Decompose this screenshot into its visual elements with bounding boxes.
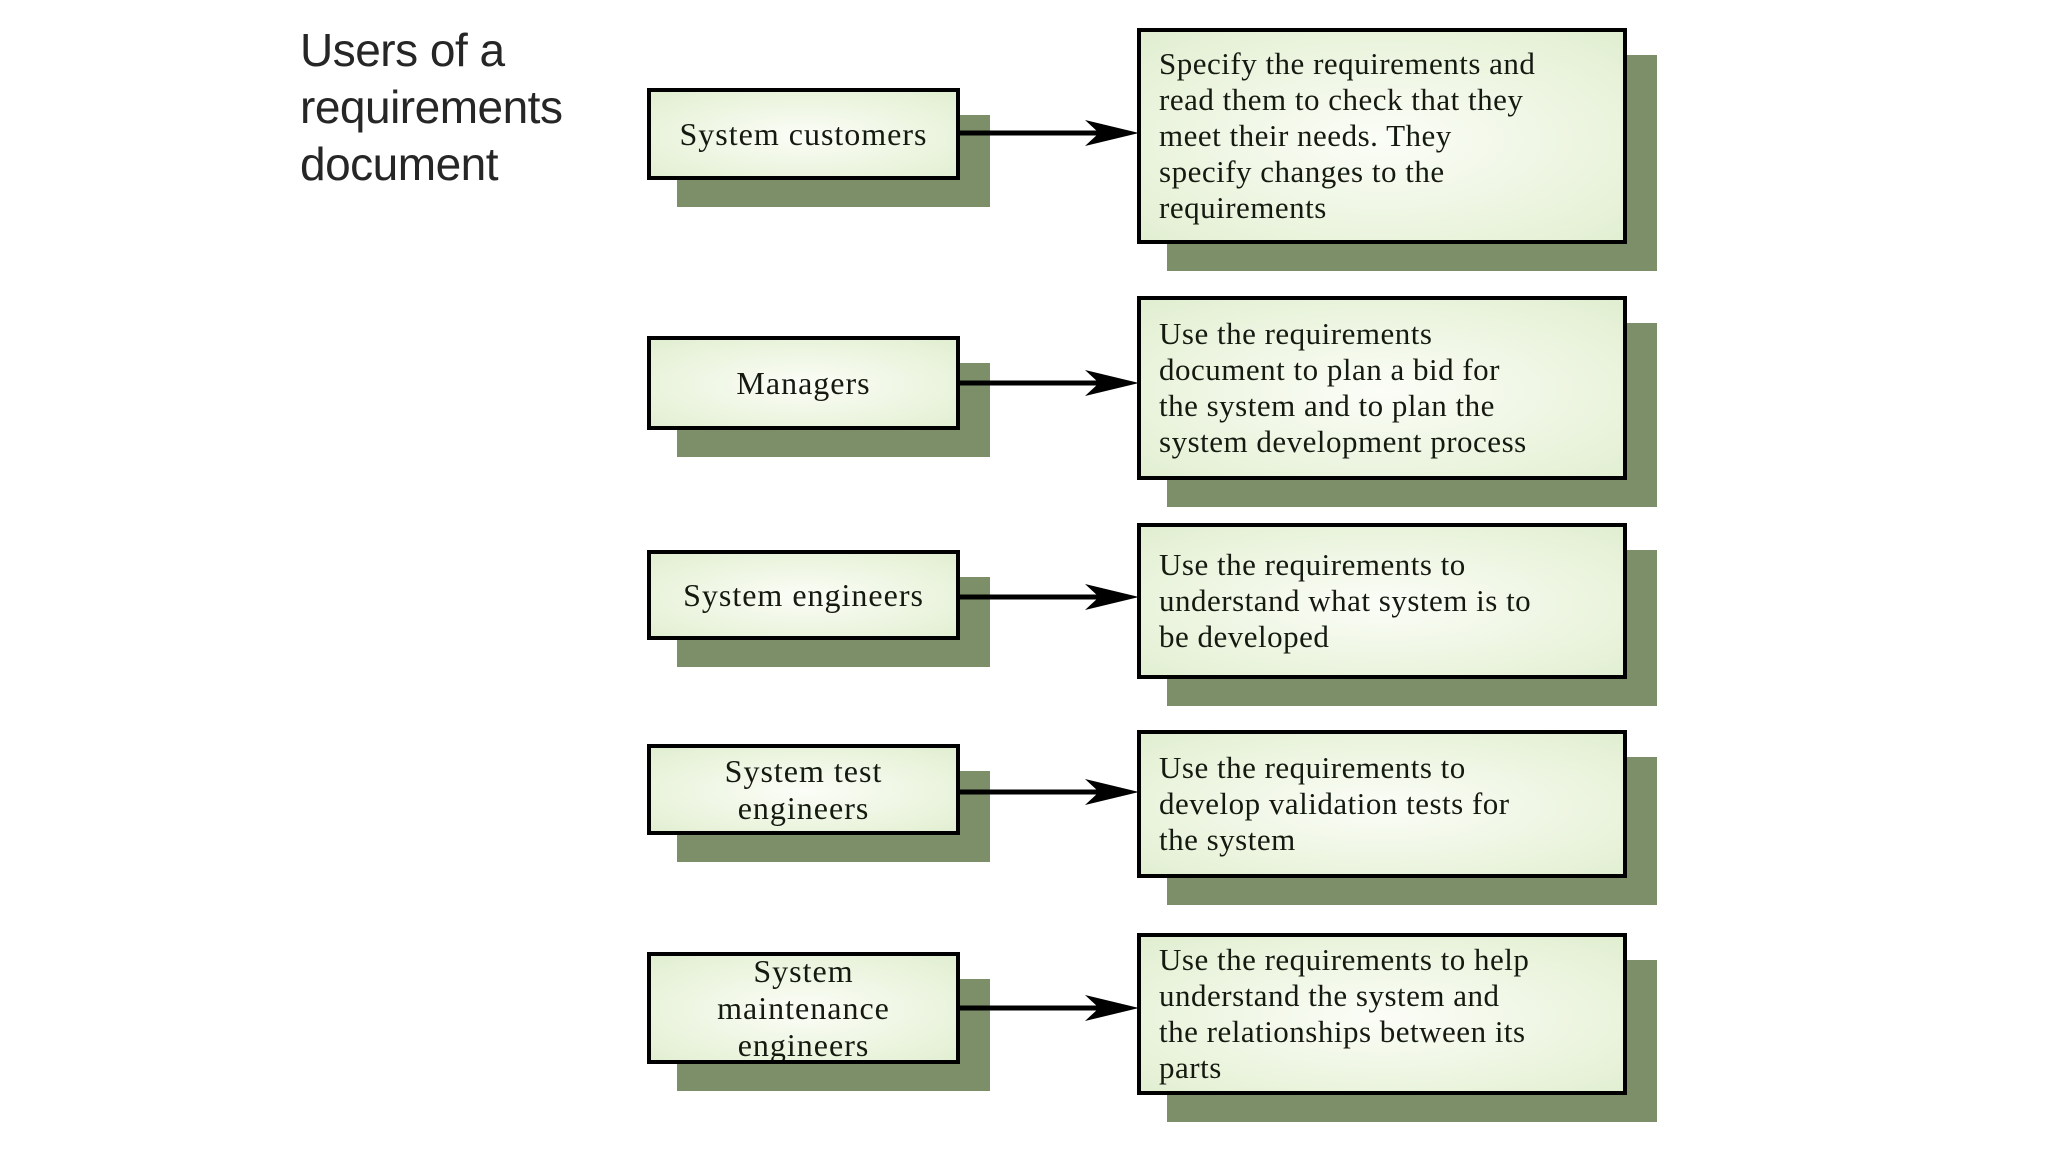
description-text: Use the requirements document to plan a …: [1159, 316, 1527, 459]
actor-box: System test engineers: [647, 744, 960, 835]
description-box: Use the requirements to understand what …: [1137, 523, 1627, 679]
description-text: Use the requirements to help understand …: [1159, 942, 1530, 1085]
actor-label: Managers: [736, 364, 871, 401]
description-managers: Use the requirements document to plan a …: [1137, 296, 1657, 507]
actor-system-customers: System customers: [647, 88, 990, 207]
actor-label: System engineers: [683, 576, 924, 613]
description-text: Specify the requirements and read them t…: [1159, 46, 1536, 225]
description-box: Use the requirements to develop validati…: [1137, 730, 1627, 878]
arrow-right-icon: [957, 120, 1139, 146]
actor-system-engineers: System engineers: [647, 550, 990, 667]
arrow-right-icon: [957, 779, 1139, 805]
description-text: Use the requirements to develop validati…: [1159, 750, 1510, 857]
description-box: Use the requirements to help understand …: [1137, 933, 1627, 1095]
description-system-customers: Specify the requirements and read them t…: [1137, 28, 1657, 271]
actor-box: System maintenance engineers: [647, 952, 960, 1064]
actor-label: System test engineers: [724, 752, 883, 826]
actor-box: System engineers: [647, 550, 960, 640]
actor-box: Managers: [647, 336, 960, 430]
description-box: Use the requirements document to plan a …: [1137, 296, 1627, 480]
arrow-right-icon: [957, 370, 1139, 396]
actor-label: System customers: [679, 115, 928, 152]
description-box: Specify the requirements and read them t…: [1137, 28, 1627, 244]
description-system-engineers: Use the requirements to understand what …: [1137, 523, 1657, 706]
description-text: Use the requirements to understand what …: [1159, 547, 1532, 654]
actor-box: System customers: [647, 88, 960, 180]
actor-system-test-engineers: System test engineers: [647, 744, 990, 862]
actor-managers: Managers: [647, 336, 990, 457]
description-system-maintenance-engineers: Use the requirements to help understand …: [1137, 933, 1657, 1122]
arrow-right-icon: [957, 995, 1139, 1021]
diagram-title: Users of a requirements document: [300, 24, 563, 190]
arrow-right-icon: [957, 584, 1139, 610]
actor-label: System maintenance engineers: [717, 952, 890, 1063]
description-system-test-engineers: Use the requirements to develop validati…: [1137, 730, 1657, 905]
actor-system-maintenance-engineers: System maintenance engineers: [647, 952, 990, 1091]
